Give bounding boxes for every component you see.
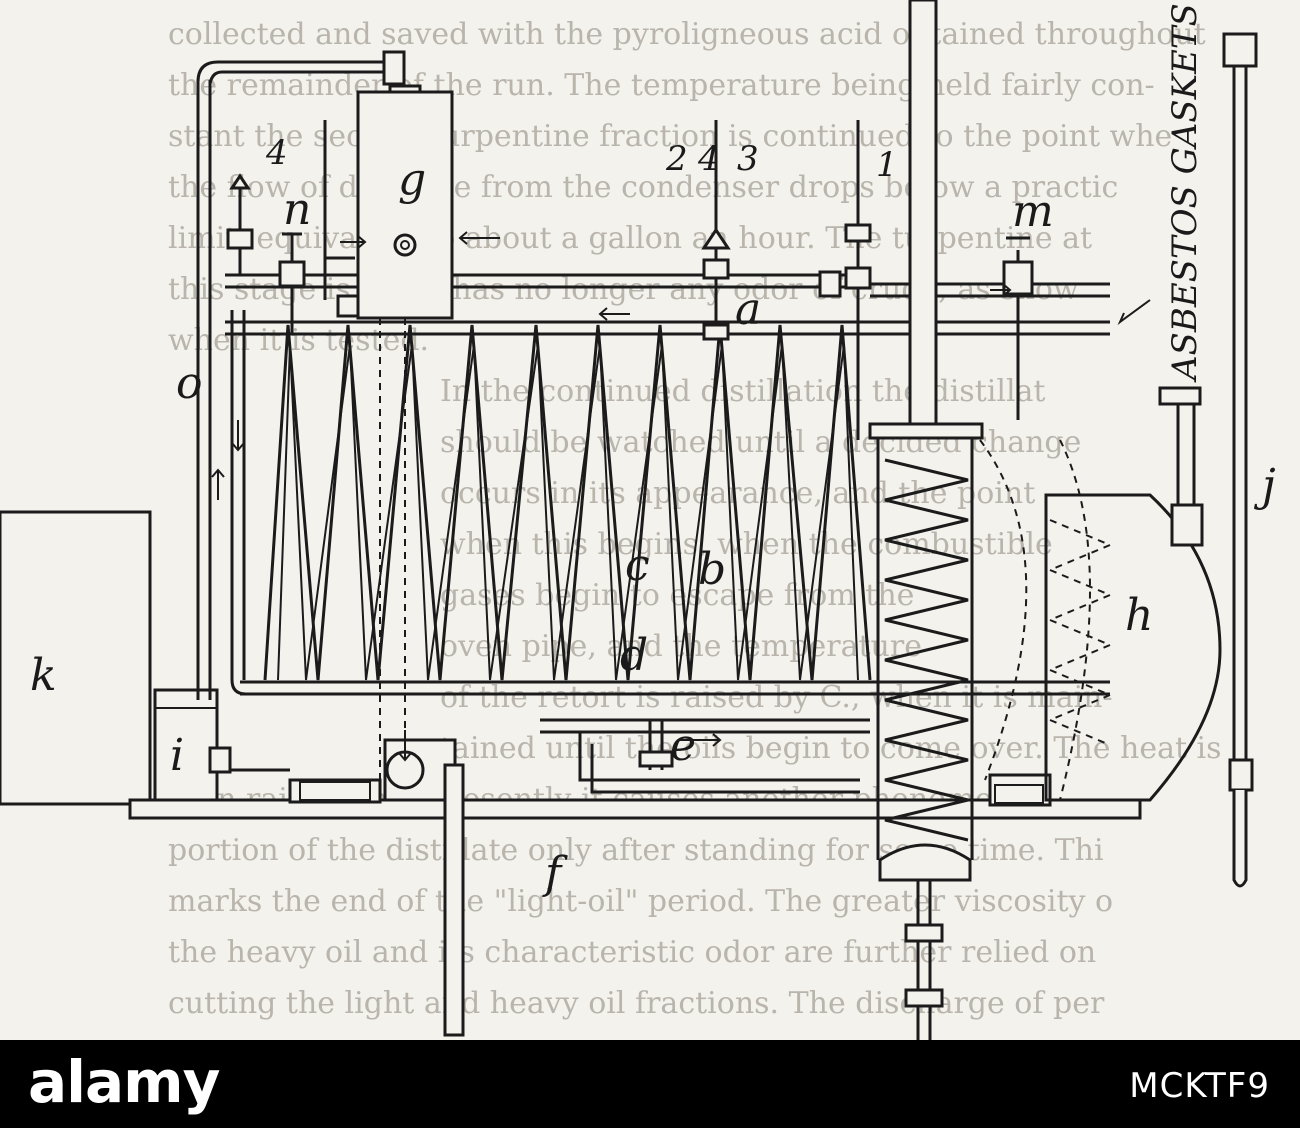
vapour-stack bbox=[908, 0, 938, 430]
valve-number-2: 2 bbox=[665, 139, 688, 179]
background-text-line: cutting the light and heavy oil fraction… bbox=[168, 986, 1105, 1021]
background-text-line: of the retort is raised by C., when it i… bbox=[440, 680, 1113, 715]
background-text-line: when it is tested. bbox=[168, 323, 429, 358]
label-g: g bbox=[398, 154, 426, 205]
label-o: o bbox=[176, 358, 203, 409]
background-text-line: stant the second turpentine fraction is … bbox=[168, 119, 1172, 154]
furnace-k bbox=[0, 510, 152, 806]
background-text-line: gases begin to escape from the bbox=[440, 578, 914, 613]
background-text-line: the remainder of the run. The temperatur… bbox=[168, 68, 1155, 103]
thermometer-j-head bbox=[1222, 32, 1258, 68]
tank-i bbox=[153, 688, 219, 802]
flow-arrows bbox=[211, 231, 1012, 762]
label-a: a bbox=[735, 284, 761, 335]
asbestos-gaskets-label: ASBESTOS GASKETS bbox=[1165, 3, 1205, 383]
label-e: e bbox=[670, 720, 696, 771]
background-text-line: should be watched until a decided change bbox=[440, 425, 1081, 460]
valve-2-4-3 bbox=[701, 120, 731, 341]
condenser-g bbox=[356, 90, 454, 320]
drive-shaft bbox=[443, 763, 465, 1037]
background-text-line: tained until the oils begin to come over… bbox=[440, 731, 1222, 766]
label-i: i bbox=[170, 730, 184, 781]
brand-logo: alamy bbox=[28, 1048, 220, 1116]
valve-number-3: 3 bbox=[737, 139, 759, 179]
valve-4-left bbox=[226, 173, 254, 275]
image-id: MCKTF9 bbox=[1129, 1066, 1270, 1106]
valve-1 bbox=[844, 120, 872, 440]
valve-number-1: 1 bbox=[876, 145, 898, 185]
tower-cap bbox=[868, 422, 984, 440]
retort-apparatus-diagram: collected and saved with the pyroligneou… bbox=[0, 0, 1276, 1040]
base-block-right bbox=[988, 773, 1052, 807]
label-b: b bbox=[698, 544, 726, 595]
label-c: c bbox=[625, 540, 650, 591]
diagram-scan: collected and saved with the pyroligneou… bbox=[0, 0, 1300, 1040]
label-n: n bbox=[283, 184, 311, 235]
valve-number-4b: 4 bbox=[697, 139, 720, 179]
background-text-line: limit, equivalent to about a gallon an h… bbox=[168, 221, 1092, 256]
base-block-left bbox=[288, 778, 382, 804]
label-j: j bbox=[1253, 460, 1276, 511]
label-d: d bbox=[620, 630, 648, 681]
label-h: h bbox=[1125, 590, 1153, 641]
background-text-line: marks the end of the "light-oil" period.… bbox=[168, 884, 1113, 919]
label-m: m bbox=[1012, 186, 1054, 237]
background-text-line: collected and saved with the pyroligneou… bbox=[168, 17, 1206, 52]
helix-coil bbox=[884, 458, 969, 842]
watermark-bar: alamy MCKTF9 bbox=[0, 1040, 1300, 1128]
background-text-line: the heavy oil and its characteristic odo… bbox=[168, 935, 1096, 970]
background-text-line: occurs in its appearance, and the point bbox=[440, 476, 1035, 511]
valve-n bbox=[278, 232, 306, 335]
base-plate-f bbox=[128, 798, 1142, 820]
valve-number-4: 4 bbox=[265, 133, 288, 173]
label-k: k bbox=[30, 650, 57, 701]
